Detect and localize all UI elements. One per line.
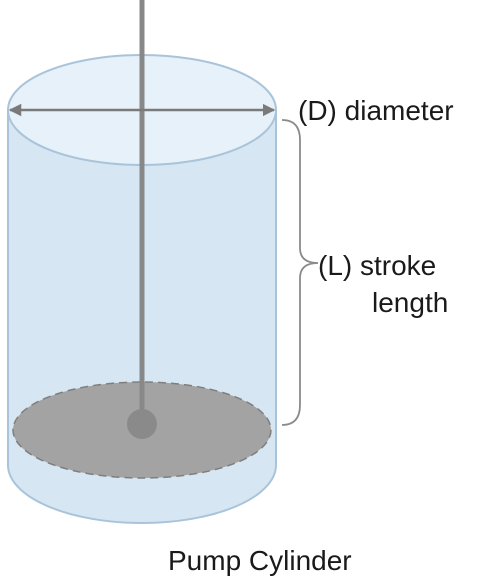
stroke-length-label-line2: length [372, 287, 448, 318]
diagram-caption: Pump Cylinder [168, 545, 352, 576]
stroke-length-brace [281, 119, 319, 426]
diameter-label: (D) diameter [298, 95, 454, 126]
stroke-length-label-line1: (L) stroke [318, 250, 436, 281]
piston-rod-knob [127, 409, 157, 439]
